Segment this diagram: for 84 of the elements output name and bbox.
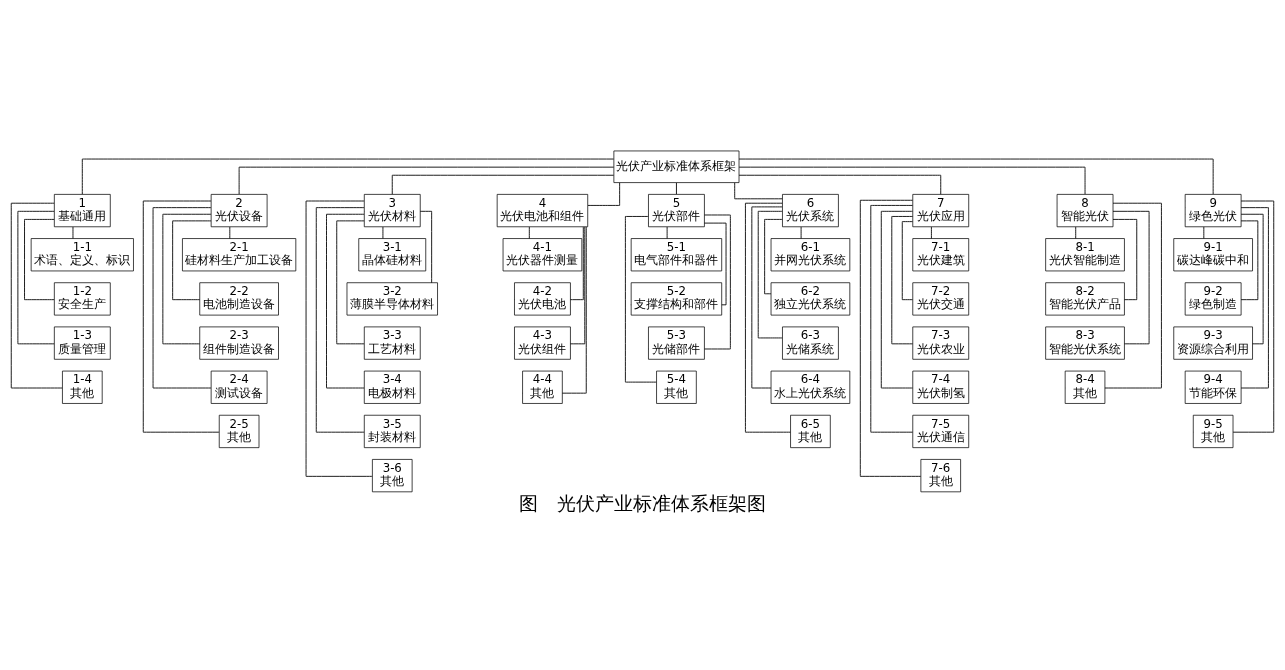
node-box: 1-4 其他 bbox=[62, 370, 103, 404]
connector bbox=[734, 182, 783, 200]
node-box: 4 光伏电池和组件 bbox=[496, 194, 589, 228]
connector bbox=[391, 174, 615, 195]
connector bbox=[81, 158, 615, 195]
node-box: 7-3 光伏农业 bbox=[912, 326, 970, 360]
node-box: 9-1 碳达峰碳中和 bbox=[1173, 238, 1253, 272]
node-box: 4-3 光伏组件 bbox=[514, 326, 571, 360]
connector bbox=[315, 207, 365, 433]
connector bbox=[757, 210, 783, 339]
node-box: 2 光伏设备 bbox=[210, 194, 268, 228]
node-box: 6-5 其他 bbox=[790, 414, 831, 448]
caption: 图 光伏产业标准体系框架图 bbox=[519, 492, 766, 516]
node-box: 1-2 安全生产 bbox=[53, 282, 111, 316]
node-box: 9 绿色光伏 bbox=[1184, 194, 1242, 228]
node-box: 7-1 光伏建筑 bbox=[912, 238, 970, 272]
node-box: 6-3 光储系统 bbox=[782, 326, 839, 360]
connector bbox=[336, 220, 365, 345]
node-box: 8-4 其他 bbox=[1064, 370, 1106, 404]
connector bbox=[10, 202, 63, 389]
node-box: 8-1 光伏智能制造 bbox=[1045, 238, 1125, 272]
connector bbox=[326, 213, 365, 389]
connector bbox=[870, 205, 914, 433]
connector bbox=[17, 210, 55, 345]
connector bbox=[751, 206, 783, 389]
node-box: 3 光伏材料 bbox=[363, 194, 421, 228]
node-box: 3-1 晶体硅材料 bbox=[358, 238, 427, 272]
node-box: 8-2 智能光伏产品 bbox=[1045, 282, 1125, 316]
node-box: 8 智能光伏 bbox=[1056, 194, 1114, 228]
connector bbox=[587, 182, 621, 206]
node-box: 7-4 光伏制氢 bbox=[912, 370, 970, 404]
node-box: 1-1 术语、定义、标识 bbox=[30, 238, 134, 272]
node-box: 6-4 水上光伏系统 bbox=[770, 370, 851, 404]
node-box: 9-4 节能环保 bbox=[1184, 370, 1242, 404]
node-box: 7-6 其他 bbox=[920, 459, 961, 493]
connector bbox=[738, 158, 1214, 195]
connector bbox=[859, 199, 922, 477]
node-box: 2-2 电池制造设备 bbox=[199, 282, 279, 316]
node-box: 8-3 智能光伏系统 bbox=[1045, 326, 1125, 360]
node-box: 2-5 其他 bbox=[218, 414, 260, 448]
node-box: 光伏产业标准体系框架 bbox=[613, 150, 740, 183]
node-box: 9-3 资源综合利用 bbox=[1173, 326, 1253, 360]
connector bbox=[738, 174, 942, 195]
connector bbox=[891, 216, 914, 345]
node-box: 4-2 光伏电池 bbox=[514, 282, 571, 316]
node-box: 6 光伏系统 bbox=[782, 194, 839, 228]
node-box: 6-2 独立光伏系统 bbox=[770, 282, 851, 316]
node-box: 3-6 其他 bbox=[372, 459, 413, 493]
node-box: 2-4 测试设备 bbox=[210, 370, 268, 404]
node-box: 5-1 电气部件和器件 bbox=[630, 238, 723, 272]
node-box: 2-1 硅材料生产加工设备 bbox=[182, 238, 297, 272]
connector bbox=[744, 202, 791, 433]
node-box: 3-5 封装材料 bbox=[363, 414, 421, 448]
node-box: 1-3 质量管理 bbox=[53, 326, 111, 360]
node-box: 5-4 其他 bbox=[656, 370, 697, 404]
connector bbox=[238, 166, 615, 195]
connector bbox=[142, 200, 220, 433]
node-box: 3-3 工艺材料 bbox=[363, 326, 421, 360]
node-box: 1 基础通用 bbox=[53, 194, 111, 228]
node-box: 9-5 其他 bbox=[1192, 414, 1234, 448]
connector bbox=[624, 216, 657, 383]
node-box: 9-2 绿色制造 bbox=[1184, 282, 1242, 316]
connector bbox=[152, 207, 212, 389]
connector bbox=[24, 218, 55, 301]
connector bbox=[764, 218, 783, 295]
node-box: 6-1 并网光伏系统 bbox=[770, 238, 851, 272]
node-box: 3-2 薄膜半导体材料 bbox=[346, 282, 438, 316]
connector bbox=[162, 213, 212, 345]
node-box: 4-4 其他 bbox=[522, 370, 563, 404]
node-box: 7 光伏应用 bbox=[912, 194, 970, 228]
node-box: 3-4 电极材料 bbox=[363, 370, 421, 404]
node-box: 2-3 组件制造设备 bbox=[199, 326, 279, 360]
connector bbox=[738, 166, 1086, 195]
node-box: 5-2 支撑结构和部件 bbox=[630, 282, 723, 316]
connector bbox=[676, 182, 677, 195]
connector bbox=[172, 220, 212, 301]
connector bbox=[305, 200, 373, 477]
node-box: 5 光伏部件 bbox=[648, 194, 705, 228]
node-box: 7-2 光伏交通 bbox=[912, 282, 970, 316]
node-box: 7-5 光伏通信 bbox=[912, 414, 970, 448]
node-box: 5-3 光储部件 bbox=[648, 326, 705, 360]
node-box: 4-1 光伏器件测量 bbox=[502, 238, 583, 272]
connector bbox=[901, 221, 914, 301]
connector bbox=[880, 210, 914, 389]
